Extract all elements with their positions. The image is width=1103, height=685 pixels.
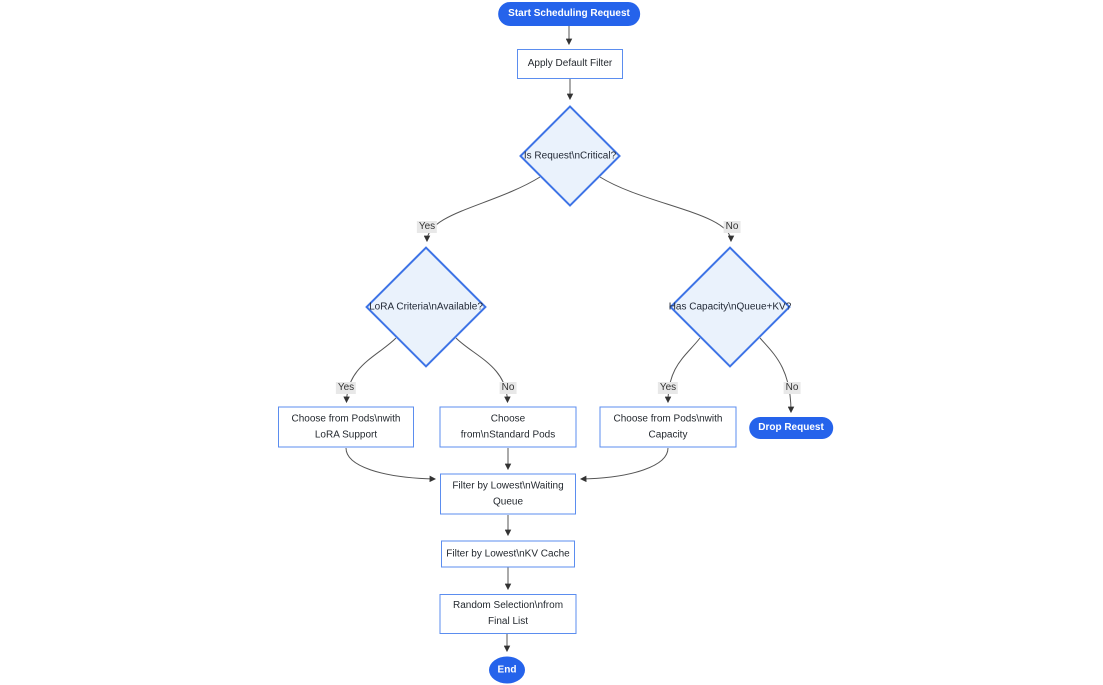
node-drop-request: Drop Request — [749, 417, 833, 439]
node-choose-lora-pods: Choose from Pods\nwith LoRA Support — [278, 406, 414, 448]
node-label: Choose from Pods\nwith LoRA Support — [291, 413, 401, 440]
node-choose-capacity-pods: Choose from Pods\nwith Capacity — [599, 406, 737, 448]
edge-capacitypods-to-waiting — [579, 447, 669, 483]
decision-lora-criteria-label: LoRA Criteria\nAvailable? — [369, 301, 483, 313]
node-filter-kv-cache: Filter by Lowest\nKV Cache — [441, 540, 575, 568]
node-start: Start Scheduling Request — [498, 2, 640, 26]
node-filter-waiting-queue: Filter by Lowest\nWaiting Queue — [440, 473, 576, 515]
edge-capacity-no — [759, 337, 795, 414]
node-label: Apply Default Filter — [527, 58, 613, 69]
node-label: Choose from\nStandard Pods — [460, 413, 556, 440]
edge-label-critical-no: No — [723, 221, 741, 233]
edge-label-lora-yes: Yes — [335, 382, 357, 394]
edge-critical-yes — [423, 176, 541, 243]
node-label: Choose from Pods\nwith Capacity — [613, 413, 723, 440]
node-apply-default-filter: Apply Default Filter — [517, 49, 623, 79]
edge-label-capacity-yes: Yes — [657, 382, 679, 394]
node-label: Random Selection\nfrom Final List — [452, 600, 564, 627]
edge-critical-no — [599, 176, 735, 243]
node-random-selection: Random Selection\nfrom Final List — [439, 594, 577, 634]
edge-label-capacity-no: No — [783, 382, 801, 394]
edge-lorapods-to-waiting — [345, 447, 437, 483]
edge-label-critical-yes: Yes — [416, 221, 438, 233]
edge-label-lora-no: No — [499, 382, 517, 394]
decision-is-critical-label: Is Request\nCritical? — [523, 150, 617, 162]
node-label: Filter by Lowest\nWaiting Queue — [452, 480, 564, 507]
decision-has-capacity-label: Has Capacity\nQueue+KV? — [668, 301, 792, 313]
node-label: Filter by Lowest\nKV Cache — [446, 548, 570, 559]
node-end: End — [489, 656, 525, 684]
node-choose-standard-pods: Choose from\nStandard Pods — [439, 406, 577, 448]
